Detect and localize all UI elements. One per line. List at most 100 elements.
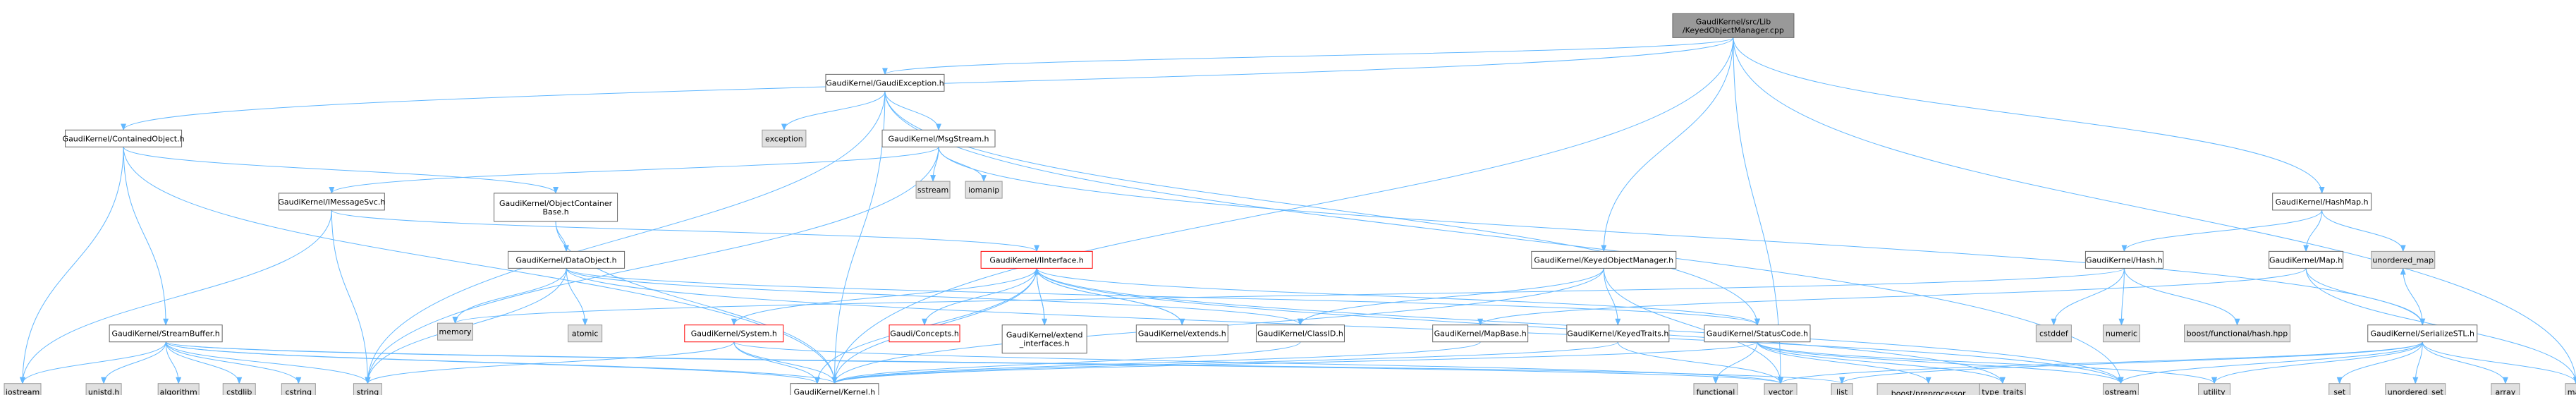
node-maph[interactable]: GaudiKernel/Map.h <box>2269 250 2344 269</box>
node-label-type_traits-0: type_traits <box>1982 388 2023 395</box>
node-utility: utility <box>2198 383 2231 395</box>
node-vector: vector <box>1764 383 1797 395</box>
node-unordered_set: unordered_set <box>2385 383 2446 395</box>
node-box-ostream <box>2102 383 2139 395</box>
edge-clid-to-kernel <box>831 341 1301 384</box>
node-box-exc <box>825 73 945 92</box>
edge-status-to-utility <box>1757 341 2217 384</box>
node-box-iface <box>980 250 1093 269</box>
node-label-set-0: set <box>2333 388 2345 395</box>
node-box-set <box>2328 383 2351 395</box>
edge-sb-to-unistd <box>101 341 166 384</box>
node-extends[interactable]: GaudiKernel/extends.h <box>1135 324 1228 343</box>
node-string: string <box>353 383 382 395</box>
node-msg[interactable]: GaudiKernel/MsgStream.h <box>881 129 996 147</box>
node-label-kernel-0: GaudiKernel/Kernel.h <box>794 388 876 395</box>
edge-hash-to-boosthash <box>2123 268 2240 326</box>
node-label-boosthash-0: boost/functional/hash.hpp <box>2187 329 2288 339</box>
node-unordered_map: unordered_map <box>2371 250 2436 269</box>
node-label-iface-0: GaudiKernel/IInterface.h <box>989 255 1084 265</box>
node-hashmap[interactable]: GaudiKernel/HashMap.h <box>2272 193 2372 211</box>
node-root[interactable]: GaudiKernel/src/Lib/KeyedObjectManager.c… <box>1672 13 1795 38</box>
edge-cont-to-sb <box>123 147 169 326</box>
edge-extends-to-iface <box>1034 267 1183 325</box>
edge-root-to-kom <box>1601 37 1734 253</box>
node-extiface[interactable]: GaudiKernel/extend_interfaces.h <box>1001 324 1087 354</box>
node-box-cstddef <box>2035 324 2072 343</box>
node-label-msg-0: GaudiKernel/MsgStream.h <box>889 134 989 143</box>
node-clid[interactable]: GaudiKernel/ClassID.h <box>1255 324 1345 343</box>
node-box-keyedtraits <box>1566 324 1670 343</box>
edge-exc-to-msg <box>884 91 942 131</box>
edge-kom-to-keyedtraits <box>1603 268 1621 326</box>
node-cont[interactable]: GaudiKernel/ContainedObject.h <box>63 129 185 147</box>
edge-hash-to-numeric <box>2118 268 2125 326</box>
edge-maph-to-serial <box>2305 268 2426 326</box>
node-box-clid <box>1255 324 1345 343</box>
node-concepts[interactable]: Gaudi/Concepts.h <box>889 324 960 343</box>
node-label-extends-0: GaudiKernel/extends.h <box>1138 329 1226 339</box>
node-label-concepts-0: Gaudi/Concepts.h <box>890 329 959 339</box>
edge-serial-to-unordered_map <box>2400 267 2423 325</box>
edge-serial-to-utility <box>2211 341 2423 384</box>
node-serial[interactable]: GaudiKernel/SerializeSTL.h <box>2367 324 2478 343</box>
edge-system-to-string <box>365 341 735 384</box>
node-mapbase[interactable]: GaudiKernel/MapBase.h <box>1432 324 1529 343</box>
node-kernel[interactable]: GaudiKernel/Kernel.h <box>790 383 879 395</box>
node-label-vector-0: vector <box>1769 388 1793 395</box>
node-kom[interactable]: GaudiKernel/KeyedObjectManager.h <box>1531 250 1677 269</box>
node-box-kernel <box>790 383 879 395</box>
edge-keyedtraits-to-kernel <box>831 341 1618 384</box>
node-box-sstream <box>915 181 951 199</box>
edge-hash-to-cstddef <box>2051 268 2125 326</box>
node-overload: boost/preprocessor/facilities/overload.h… <box>1876 383 1980 395</box>
edge-sb-to-string <box>165 341 371 384</box>
node-status[interactable]: GaudiKernel/StatusCode.h <box>1704 324 1811 343</box>
node-label-cstdlib-0: cstdlib <box>226 388 252 395</box>
node-label-exc-0: GaudiKernel/GaudiException.h <box>826 78 944 87</box>
node-label-maph-0: GaudiKernel/Map.h <box>2269 255 2343 265</box>
node-keyedtraits[interactable]: GaudiKernel/KeyedTraits.h <box>1566 324 1670 343</box>
node-label-root-1: /KeyedObjectManager.cpp <box>1683 25 1784 35</box>
node-box-root <box>1672 13 1795 38</box>
node-label-algorithm-0: algorithm <box>160 388 197 395</box>
edge-serial-to-vector <box>1778 341 2423 384</box>
node-exc[interactable]: GaudiKernel/GaudiException.h <box>825 73 945 92</box>
node-label-imsg-0: GaudiKernel/IMessageSvc.h <box>278 198 385 207</box>
node-label-serial-0: GaudiKernel/SerializeSTL.h <box>2370 329 2474 339</box>
edge-root-to-map <box>1733 37 2576 384</box>
node-box-kom <box>1531 250 1677 269</box>
node-sb[interactable]: GaudiKernel/StreamBuffer.h <box>109 324 223 343</box>
edge-cont-to-kernel <box>123 147 838 384</box>
edge-cont-to-ocb <box>123 147 558 194</box>
node-exception: exception <box>762 129 807 147</box>
node-ostream: ostream <box>2102 383 2139 395</box>
node-hash[interactable]: GaudiKernel/Hash.h <box>2084 250 2163 269</box>
node-dobj[interactable]: GaudiKernel/DataObject.h <box>508 250 625 269</box>
edge-exc-to-exception <box>781 91 886 131</box>
node-imsg[interactable]: GaudiKernel/IMessageSvc.h <box>278 193 385 211</box>
node-label-iostream-0: iostream <box>6 388 39 395</box>
node-box-algorithm <box>157 383 200 395</box>
node-iface[interactable]: GaudiKernel/IInterface.h <box>980 250 1093 269</box>
node-label-sb-0: GaudiKernel/StreamBuffer.h <box>112 329 220 339</box>
node-system[interactable]: GaudiKernel/System.h <box>684 324 784 343</box>
edge-sb-to-vector <box>165 341 1783 384</box>
edge-root-to-hashmap <box>1733 37 2325 194</box>
node-label-sstream-0: sstream <box>917 186 948 195</box>
node-sstream: sstream <box>915 181 951 199</box>
node-box-ocb <box>494 193 618 222</box>
edge-dobj-to-memory <box>452 268 567 324</box>
node-box-unistd <box>85 383 122 395</box>
node-box-hash <box>2084 250 2163 269</box>
edge-serial-to-map <box>2422 341 2576 384</box>
node-numeric: numeric <box>2102 324 2140 343</box>
node-label-extiface-1: _interfaces.h <box>1019 339 1070 348</box>
edge-hashmap-to-maph <box>2303 209 2323 253</box>
edge-sb-to-kernel <box>165 341 838 384</box>
edge-imsg-to-iface <box>331 209 1039 253</box>
node-label-numeric-0: numeric <box>2106 329 2137 339</box>
node-box-vector <box>1764 383 1797 395</box>
edge-system-to-typeinfo <box>733 341 820 384</box>
